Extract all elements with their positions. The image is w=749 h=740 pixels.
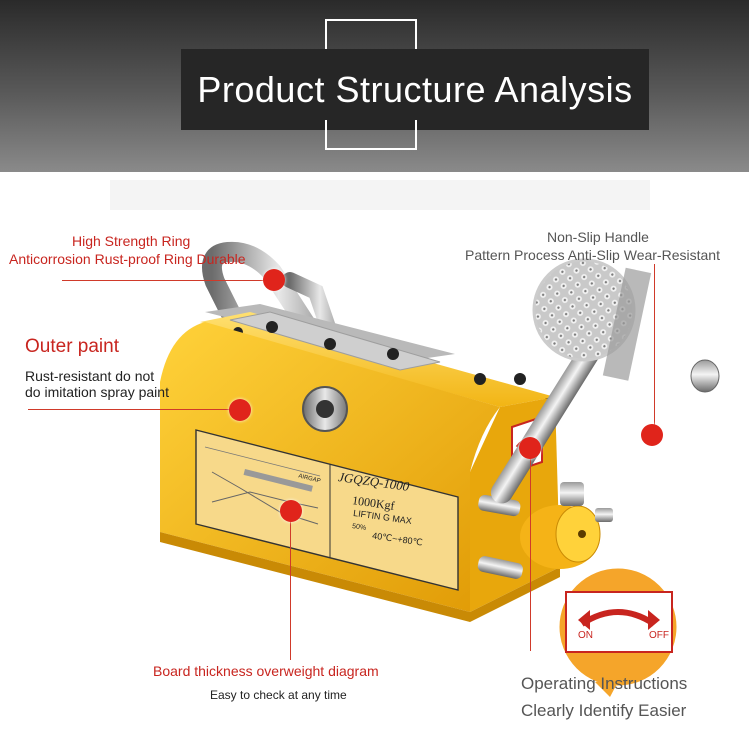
paint-callout-line <box>28 409 240 410</box>
instructions-callout-line1: Operating Instructions <box>521 674 688 693</box>
handle-marker-dot <box>641 424 663 446</box>
product-illustration <box>110 180 720 697</box>
ring-callout-title: High Strength Ring <box>72 233 191 249</box>
header-banner: Product Structure Analysis <box>0 0 749 172</box>
handle-callout-line <box>654 264 655 436</box>
title-box: Product Structure Analysis <box>181 49 649 130</box>
board-callout-title: Board thickness overweight diagram <box>153 663 379 679</box>
instructions-callout-line2: Clearly Identify Easier <box>521 701 687 720</box>
handle-callout-subtitle: Pattern Process Anti-Slip Wear-Resistant <box>465 247 720 263</box>
dial-on-label: ON <box>578 630 593 641</box>
handle-callout-title: Non-Slip Handle <box>547 229 649 245</box>
dial-off-label: OFF <box>649 630 669 641</box>
product-area: JGQZQ-1000 1000Kgf LIFTIN G MAX 40℃~+80℃… <box>0 172 749 740</box>
paint-callout-line1: Rust-resistant do not <box>25 368 155 384</box>
board-callout-line <box>290 512 291 660</box>
ring-callout-line <box>62 280 272 281</box>
ring-callout-subtitle: Anticorrosion Rust-proof Ring Durable <box>9 251 246 267</box>
board-callout-subtitle: Easy to check at any time <box>210 688 347 702</box>
board-marker-dot <box>280 500 302 522</box>
paint-callout-title: Outer paint <box>25 336 119 357</box>
instructions-marker-dot <box>519 437 541 459</box>
title-bracket-bottom <box>325 120 417 150</box>
instructions-callout-line <box>530 455 531 651</box>
title-bracket-top <box>325 19 417 49</box>
ring-marker-dot <box>263 269 285 291</box>
handle-rod <box>490 330 608 504</box>
page-title: Product Structure Analysis <box>197 68 633 110</box>
paint-callout-line2: do imitation spray paint <box>25 384 169 400</box>
paint-marker-dot <box>229 399 251 421</box>
